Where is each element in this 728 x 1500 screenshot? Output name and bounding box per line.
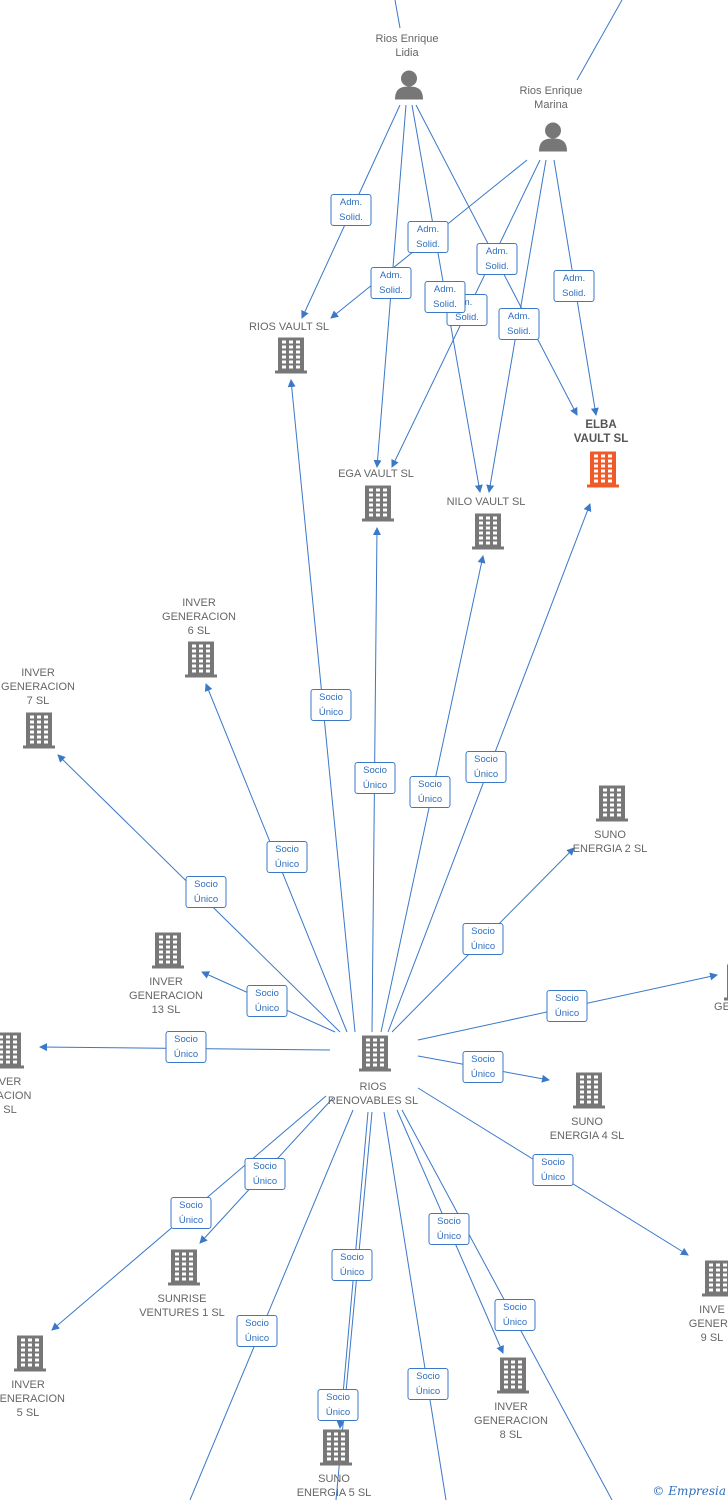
company-label[interactable]: SUNO ENERGIA 5 SL [296, 1473, 372, 1499]
company-label[interactable]: VER RACION SL [0, 1076, 32, 1116]
person-label[interactable]: Rios Enrique Marina [519, 85, 583, 111]
adm-solid-badge[interactable]: Adm. Solid. [370, 267, 412, 299]
socio-unico-badge[interactable]: Socio Único [244, 1158, 286, 1190]
person-icon[interactable] [538, 122, 568, 157]
copyright-notice: © Empresia [652, 1484, 726, 1498]
socio-unico-badge[interactable]: Socio Único [494, 1299, 536, 1331]
company-label[interactable]: ELBA VAULT SL [573, 419, 629, 445]
building-icon[interactable] [702, 1260, 728, 1302]
company-label[interactable]: INVER GENERACION 5 SL [0, 1379, 65, 1419]
company-label[interactable]: SUNO ENERGIA 2 SL [572, 829, 648, 855]
socio-unico-badge[interactable]: Socio Único [462, 923, 504, 955]
adm-solid-badge[interactable]: Adm. Solid. [553, 270, 595, 302]
building-icon[interactable] [275, 337, 307, 379]
company-label[interactable]: INVER GENERACION 8 SL [474, 1401, 548, 1441]
company-label[interactable]: GE [714, 1001, 728, 1013]
company-label[interactable]: SUNO ENERGIA 4 SL [549, 1116, 625, 1142]
company-label[interactable]: SUNRISE VENTURES 1 SL [139, 1293, 225, 1319]
socio-unico-badge[interactable]: Socio Único [170, 1197, 212, 1229]
socio-unico-badge[interactable]: Socio Único [246, 985, 288, 1017]
adm-solid-badge[interactable]: Adm. Solid. [424, 281, 466, 313]
building-icon[interactable] [320, 1429, 352, 1471]
company-label[interactable]: NILO VAULT SL [446, 496, 526, 508]
building-icon[interactable] [573, 1072, 605, 1114]
relationship-edge [576, 0, 623, 81]
building-icon[interactable] [0, 1032, 24, 1074]
socio-unico-badge[interactable]: Socio Único [165, 1031, 207, 1063]
building-icon[interactable] [472, 513, 504, 555]
person-icon[interactable] [394, 70, 424, 105]
socio-unico-badge[interactable]: Socio Único [407, 1368, 449, 1400]
socio-unico-badge[interactable]: Socio Único [310, 689, 352, 721]
building-icon[interactable] [14, 1335, 46, 1377]
relationship-edge [383, 1111, 447, 1500]
building-icon[interactable] [362, 485, 394, 527]
socio-unico-badge[interactable]: Socio Único [354, 762, 396, 794]
adm-solid-badge[interactable]: Adm. Solid. [476, 243, 518, 275]
socio-unico-badge[interactable]: Socio Único [546, 990, 588, 1022]
socio-unico-badge[interactable]: Socio Único [532, 1154, 574, 1186]
person-label[interactable]: Rios Enrique Lidia [375, 33, 439, 59]
building-icon[interactable] [168, 1249, 200, 1291]
company-label[interactable]: INVE GENERA 9 SL [688, 1304, 728, 1344]
socio-unico-badge[interactable]: Socio Único [465, 751, 507, 783]
socio-unico-badge[interactable]: Socio Único [266, 841, 308, 873]
building-icon[interactable] [152, 932, 184, 974]
socio-unico-badge[interactable]: Socio Único [236, 1315, 278, 1347]
relationship-edge [394, 0, 401, 29]
relationship-edge [189, 1109, 354, 1500]
building-icon[interactable] [596, 785, 628, 827]
socio-unico-badge[interactable]: Socio Único [462, 1051, 504, 1083]
socio-unico-badge[interactable]: Socio Único [317, 1389, 359, 1421]
company-label[interactable]: RIOS RENOVABLES SL [327, 1081, 419, 1107]
socio-unico-badge[interactable]: Socio Único [185, 876, 227, 908]
socio-unico-badge[interactable]: Socio Único [409, 776, 451, 808]
socio-unico-badge[interactable]: Socio Único [428, 1213, 470, 1245]
adm-solid-badge[interactable]: Adm. Solid. [407, 221, 449, 253]
company-label[interactable]: EGA VAULT SL [338, 468, 414, 480]
company-label[interactable]: INVER GENERACION 6 SL [162, 597, 236, 637]
building-icon[interactable] [23, 712, 55, 754]
company-label[interactable]: INVER GENERACION 13 SL [129, 976, 203, 1016]
adm-solid-badge[interactable]: Adm. Solid. [498, 308, 540, 340]
company-label[interactable]: INVER GENERACION 7 SL [1, 667, 75, 707]
adm-solid-badge[interactable]: Adm. Solid. [330, 194, 372, 226]
company-label[interactable]: RIOS VAULT SL [248, 321, 330, 333]
building-icon[interactable] [185, 641, 217, 683]
building-icon[interactable] [359, 1035, 391, 1077]
building-icon[interactable] [497, 1357, 529, 1399]
building-icon[interactable] [587, 451, 619, 493]
socio-unico-badge[interactable]: Socio Único [331, 1249, 373, 1281]
